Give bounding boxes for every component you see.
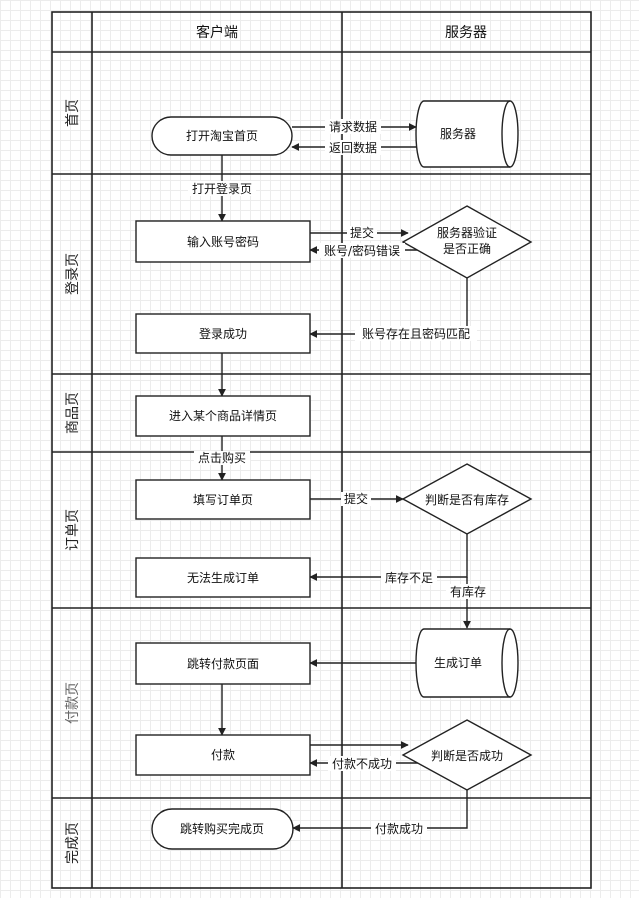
edge-label-click-buy: 点击购买 xyxy=(198,450,246,465)
node-cannot-order-label: 无法生成订单 xyxy=(187,571,259,585)
node-pay-label: 付款 xyxy=(211,748,235,762)
column-header-server: 服务器 xyxy=(445,25,487,41)
node-gen-order-label: 生成订单 xyxy=(434,656,482,670)
edge-label-out-of-stock: 库存不足 xyxy=(385,570,433,585)
node-login-success xyxy=(135,313,311,354)
node-open-home-label: 打开淘宝首页 xyxy=(186,129,258,143)
node-enter-account xyxy=(135,220,311,263)
node-fill-order-label: 填写订单页 xyxy=(193,493,253,507)
node-goto-complete xyxy=(151,808,294,850)
edge-label-pay-failed: 付款不成功 xyxy=(332,757,392,771)
node-enter-product xyxy=(135,395,311,437)
node-server-db xyxy=(415,100,519,168)
swimlane-grid xyxy=(51,11,592,889)
edge-label-submit-login: 提交 xyxy=(350,225,374,240)
node-goto-payment xyxy=(135,642,311,685)
lane-title-product: 商品页 xyxy=(65,392,81,434)
edge-label-in-stock: 有库存 xyxy=(450,584,486,599)
edge-label-open-login: 打开登录页 xyxy=(192,181,252,196)
column-header-client: 客户端 xyxy=(196,24,238,41)
edge-pay-success xyxy=(292,790,468,832)
lane-title-login: 登录页 xyxy=(65,253,81,295)
edge-account-match xyxy=(309,276,468,338)
node-pay xyxy=(135,734,311,776)
node-goto-payment-label: 跳转付款页面 xyxy=(187,656,259,671)
node-goto-complete-label: 跳转购买完成页 xyxy=(180,821,264,836)
node-verify-label-2: 是否正确 xyxy=(443,242,491,256)
edge-label-return-data: 返回数据 xyxy=(329,140,377,155)
node-login-success-label: 登录成功 xyxy=(199,326,247,341)
node-check-stock-diamond xyxy=(401,463,533,535)
lane-title-complete: 完成页 xyxy=(65,822,81,864)
node-gen-order-db xyxy=(415,628,519,698)
node-verify-diamond xyxy=(401,205,533,279)
node-enter-account-label: 输入账号密码 xyxy=(187,234,259,249)
edge-label-submit-order: 提交 xyxy=(344,491,368,506)
edge-label-pay-success: 付款成功 xyxy=(375,822,423,836)
node-fill-order xyxy=(135,479,311,520)
edge-label-account-match: 账号存在且密码匹配 xyxy=(362,326,470,341)
lane-title-order: 订单页 xyxy=(65,509,81,551)
edge-label-account-error: 账号/密码错误 xyxy=(324,243,400,258)
node-check-success-label: 判断是否成功 xyxy=(431,748,503,763)
node-server-db-label: 服务器 xyxy=(440,126,476,141)
edge-label-request-data: 请求数据 xyxy=(329,119,377,134)
node-cannot-order xyxy=(135,557,311,598)
node-check-success-diamond xyxy=(401,719,533,791)
node-open-home xyxy=(151,116,293,156)
lane-title-payment: 付款页 xyxy=(65,682,81,724)
node-enter-product-label: 进入某个商品详情页 xyxy=(169,408,277,423)
node-check-stock-label: 判断是否有库存 xyxy=(425,492,509,507)
node-verify-label-1: 服务器验证 xyxy=(437,225,497,240)
lane-title-home: 首页 xyxy=(65,99,81,127)
